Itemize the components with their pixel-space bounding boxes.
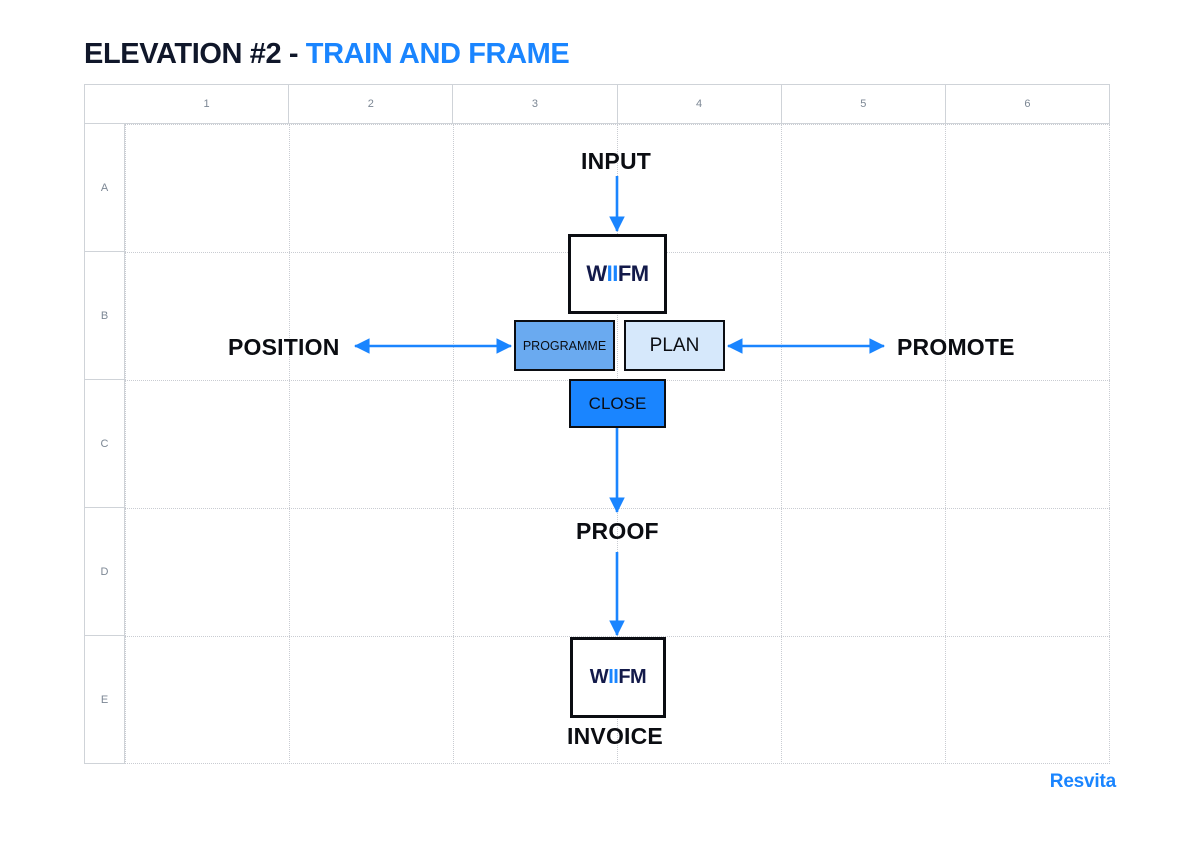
grid-column-header-5[interactable]: 5 xyxy=(781,84,946,124)
grid-column-header-3[interactable]: 3 xyxy=(453,84,618,124)
grid-vline-5 xyxy=(945,124,946,764)
plan-box[interactable]: PLAN xyxy=(624,320,725,371)
grid-row-header-d[interactable]: D xyxy=(84,508,125,636)
grid-vline-1 xyxy=(289,124,290,764)
grid-row-header-a[interactable]: A xyxy=(84,124,125,252)
grid-corner-cell xyxy=(84,84,125,124)
programme-label: PROGRAMME xyxy=(522,338,607,353)
wiifm-box-bottom[interactable]: WIIFM xyxy=(570,637,666,718)
grid-row-header-e[interactable]: E xyxy=(84,636,125,764)
grid-row-header-c[interactable]: C xyxy=(84,380,125,508)
input-label: INPUT xyxy=(581,148,651,174)
close-box[interactable]: CLOSE xyxy=(569,379,666,428)
wiifm-logo-bottom-part2: II xyxy=(608,666,619,688)
wiifm-logo-bottom-part3: FM xyxy=(618,666,647,688)
plan-label: PLAN xyxy=(649,334,700,356)
grid-vline-0 xyxy=(125,124,126,764)
page-title-main: ELEVATION #2 - xyxy=(84,38,306,70)
grid-column-header-4[interactable]: 4 xyxy=(617,84,782,124)
resvita-brand-logo: Resvita xyxy=(1049,771,1116,792)
invoice-label: INVOICE xyxy=(567,723,663,749)
grid-column-header-row: 1 2 3 4 5 6 xyxy=(84,84,1111,124)
grid-vline-4 xyxy=(781,124,782,764)
promote-label: PROMOTE xyxy=(897,334,1015,360)
grid-vline-2 xyxy=(453,124,454,764)
grid-column-header-2[interactable]: 2 xyxy=(289,84,454,124)
wiifm-logo-bottom-part1: W xyxy=(589,666,609,688)
programme-box[interactable]: PROGRAMME xyxy=(514,320,615,371)
wiifm-logo-bottom: WIIFM xyxy=(589,666,647,689)
proof-label: PROOF xyxy=(576,518,659,544)
close-label: CLOSE xyxy=(588,393,647,413)
grid-row-header-b[interactable]: B xyxy=(84,252,125,380)
wiifm-logo-top-part3: FM xyxy=(617,261,649,286)
grid-column-header-6[interactable]: 6 xyxy=(945,84,1111,124)
grid-column-header-1[interactable]: 1 xyxy=(125,84,290,124)
wiifm-logo-top-part1: W xyxy=(586,261,607,286)
page-title-accent: TRAIN AND FRAME xyxy=(305,38,570,70)
position-label: POSITION xyxy=(228,334,340,360)
worksheet-grid: 1 2 3 4 5 6 A B C D E xyxy=(84,84,1111,764)
grid-vline-6 xyxy=(1109,124,1110,764)
page-title: ELEVATION #2 - TRAIN AND FRAME xyxy=(84,38,570,71)
wiifm-logo-top: WIIFM xyxy=(586,261,649,287)
wiifm-logo-top-part2: II xyxy=(606,261,619,286)
wiifm-box-top[interactable]: WIIFM xyxy=(568,234,667,314)
grid-row-header-column: A B C D E xyxy=(84,124,125,764)
